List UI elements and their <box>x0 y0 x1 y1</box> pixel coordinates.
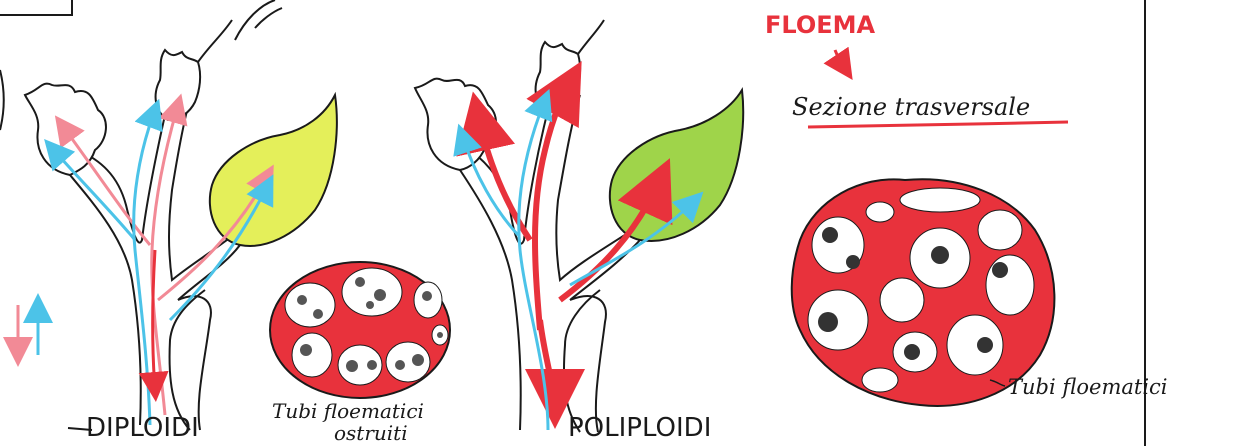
diploid-top-twig <box>198 20 232 62</box>
nucleus <box>366 301 374 309</box>
healthy-phloem-section <box>792 179 1055 406</box>
tubi-ostruiti-label-line1: Tubi floematici <box>272 399 424 423</box>
cell <box>900 188 980 212</box>
cell <box>285 283 335 327</box>
poliploidi-label: POLIPLOIDI <box>568 413 711 443</box>
diploid-leaf <box>210 95 337 246</box>
cell <box>342 268 402 316</box>
polyploid-top-twig <box>578 20 604 54</box>
nucleus <box>822 227 838 243</box>
nucleus <box>395 360 405 370</box>
nucleus <box>346 360 358 372</box>
cell <box>986 255 1034 315</box>
diploid-stem-base <box>178 296 211 430</box>
top-sketch-fragment <box>235 0 282 40</box>
tubi-floematici-label: Tubi floematici <box>1008 375 1168 399</box>
diploidi-label: DIPLOIDI <box>86 413 199 443</box>
cell <box>292 333 332 377</box>
polyploid-left-bud <box>415 79 496 170</box>
nucleus <box>355 277 365 287</box>
obstructed-phloem-section <box>270 262 450 398</box>
nucleus <box>846 255 860 269</box>
nucleus <box>313 309 323 319</box>
nucleus <box>977 337 993 353</box>
flow-legend <box>18 305 38 355</box>
frame-corner <box>0 0 72 15</box>
nucleus <box>300 344 312 356</box>
cell <box>866 202 894 222</box>
cell <box>947 315 1003 375</box>
cell <box>808 290 868 350</box>
left-edge-mark <box>0 70 4 130</box>
cell <box>862 368 898 392</box>
nucleus <box>904 344 920 360</box>
section-heading: Sezione trasversale <box>792 93 1030 121</box>
nucleus <box>818 312 838 332</box>
nucleus <box>374 289 386 301</box>
nucleus <box>992 262 1008 278</box>
down-arrow-red-icon <box>835 50 846 70</box>
cell <box>880 278 924 322</box>
tubi-ostruiti-label-line2: ostruiti <box>334 421 408 445</box>
cell <box>978 210 1022 250</box>
nucleus <box>412 354 424 366</box>
nucleus <box>931 246 949 264</box>
polyploid-plant <box>415 20 743 432</box>
nucleus <box>367 360 377 370</box>
floema-heading: FLOEMA <box>765 11 876 39</box>
nucleus <box>297 295 307 305</box>
nucleus <box>422 291 432 301</box>
nucleus <box>437 332 443 338</box>
section-heading-underline <box>808 122 1068 127</box>
